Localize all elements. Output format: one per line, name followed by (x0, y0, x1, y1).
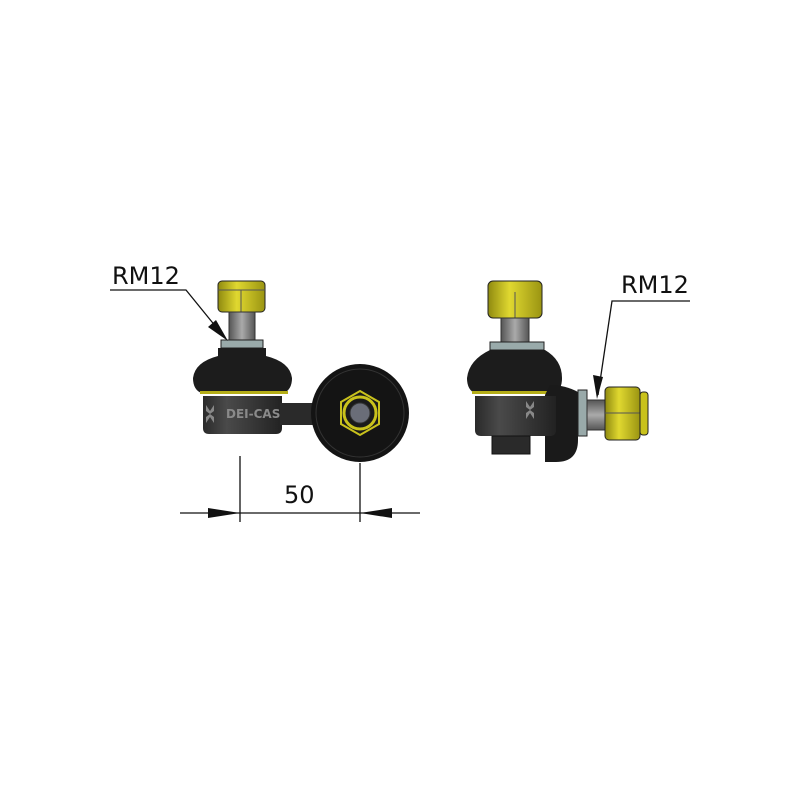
stud-thread (228, 311, 256, 341)
thread-label: RM12 (621, 271, 689, 299)
brand-logo-text: DEI-CAS (226, 407, 280, 421)
rubber-boot (193, 348, 292, 394)
front-view: DEI-CAS RM12 (110, 262, 409, 462)
rubber-boot (467, 350, 562, 394)
arrow-icon (360, 508, 392, 518)
side-view: RM12 (467, 271, 690, 462)
lower-block (491, 435, 531, 455)
dimension-50: 50 (180, 456, 420, 522)
side-thread (586, 399, 608, 431)
dimension-value: 50 (284, 481, 315, 509)
ball-housing (203, 396, 282, 434)
arrow-icon (208, 508, 240, 518)
thread-label: RM12 (112, 262, 180, 290)
thread-callout-side: RM12 (593, 271, 690, 399)
brand-logo-icon (526, 401, 534, 419)
eye-end (311, 364, 409, 462)
thread-callout-front: RM12 (110, 262, 228, 341)
yellow-ring (200, 391, 288, 394)
nut-cap (639, 391, 649, 436)
arrow-icon (208, 320, 228, 341)
side-washer (577, 389, 588, 437)
washer (489, 341, 545, 351)
yellow-ring (472, 391, 557, 394)
arrow-icon (593, 375, 603, 399)
stud-thread (500, 317, 530, 344)
ball-housing (475, 396, 556, 436)
washer (220, 339, 264, 349)
top-nut (217, 280, 266, 313)
brand-logo-icon: DEI-CAS (206, 405, 280, 423)
